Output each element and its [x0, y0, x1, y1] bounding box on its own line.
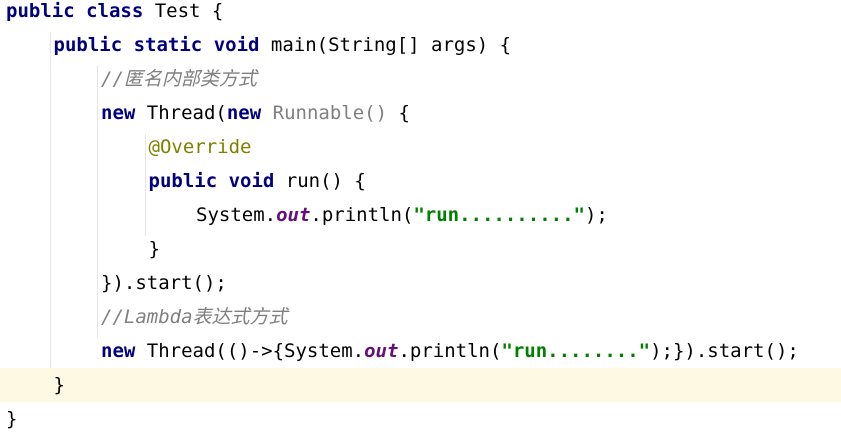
comment-token: //匿名内部类方式 [101, 68, 257, 90]
type-token: Runnable() [272, 102, 388, 124]
code-token: .println( [310, 204, 414, 226]
indent-guide [49, 32, 51, 372]
static-field-token: out [276, 204, 311, 226]
keyword-token: new [101, 102, 136, 124]
code-token: );}).start(); [650, 340, 799, 362]
code-token [261, 102, 272, 124]
code-line-text: //Lambda表达式方式 [101, 300, 288, 334]
code-line-text: } [149, 232, 160, 266]
code-token [122, 34, 133, 56]
code-line[interactable]: new Thread(new Runnable() { [0, 96, 841, 130]
keyword-token: public [53, 34, 123, 56]
code-line-text: public static void main(String[] args) { [54, 28, 512, 62]
code-line[interactable]: //匿名内部类方式 [0, 62, 841, 96]
keyword-token: void [228, 170, 275, 192]
code-token: Thread(()->{System. [135, 340, 365, 362]
code-line-text: @Override [149, 130, 252, 164]
code-line-text: new Thread(()->{System.out.println("run.… [101, 334, 799, 368]
code-line[interactable]: public static void main(String[] args) { [0, 28, 841, 62]
code-token [75, 0, 86, 22]
comment-token: //Lambda表达式方式 [101, 306, 288, 328]
keyword-token: new [101, 340, 136, 362]
code-line-text: System.out.println("run.........."); [196, 198, 608, 232]
annotation-token: @Override [148, 136, 252, 158]
keyword-token: public [148, 170, 218, 192]
code-line[interactable]: @Override [0, 130, 841, 164]
current-code-line[interactable]: } [0, 368, 841, 402]
code-token [202, 34, 213, 56]
code-token: run() { [274, 170, 366, 192]
code-line-text: public class Test { [6, 0, 223, 28]
code-token: main(String[] args) { [259, 34, 512, 56]
code-line[interactable]: } [0, 232, 841, 266]
code-line[interactable]: new Thread(()->{System.out.println("run.… [0, 334, 841, 368]
code-line-text: public void run() { [149, 164, 366, 198]
code-token: .println( [398, 340, 502, 362]
keyword-token: class [86, 0, 144, 22]
keyword-token: public [6, 0, 75, 22]
code-line[interactable]: public class Test { [0, 0, 841, 28]
code-line[interactable]: }).start(); [0, 266, 841, 300]
keyword-token: new [226, 102, 262, 124]
code-line-text: } [6, 402, 17, 436]
keyword-token: static [133, 34, 203, 56]
code-line[interactable]: //Lambda表达式方式 [0, 300, 841, 334]
code-token: System. [196, 204, 277, 226]
indent-guide [97, 66, 98, 338]
string-literal: "run........" [501, 340, 651, 362]
code-line-text: } [54, 368, 65, 402]
code-token [217, 170, 228, 192]
code-token: Thread( [135, 102, 227, 124]
static-field-token: out [364, 340, 399, 362]
code-token: Test { [143, 0, 224, 22]
code-line-text: //匿名内部类方式 [101, 62, 257, 96]
code-token: } [148, 238, 160, 260]
keyword-token: void [213, 34, 260, 56]
code-token: } [53, 374, 65, 396]
code-token: }).start(); [101, 272, 227, 294]
code-line[interactable]: } [0, 402, 841, 436]
indent-guide [144, 134, 146, 236]
string-literal: "run.........." [413, 204, 585, 226]
code-line-text: }).start(); [101, 266, 227, 300]
code-token: } [6, 408, 18, 430]
code-token: ); [584, 204, 608, 226]
code-line[interactable]: System.out.println("run.........."); [0, 198, 841, 232]
code-line-text: new Thread(new Runnable() { [101, 96, 410, 130]
code-token: { [387, 102, 410, 124]
code-line[interactable]: public void run() { [0, 164, 841, 198]
